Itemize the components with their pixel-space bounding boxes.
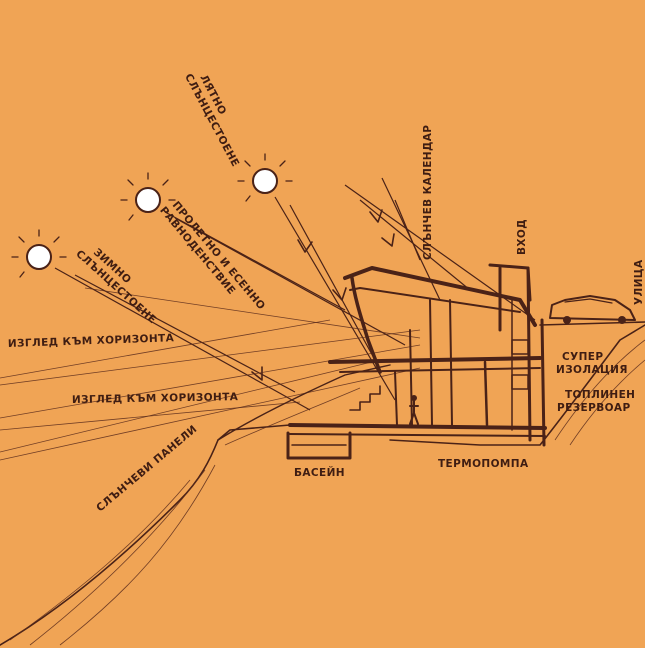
equinox-sun-icon [120, 172, 176, 221]
label-summer-solstice: ЛЯТНО СЛЪНЦЕСТОЕНЕ [182, 66, 253, 169]
label-heat-pump: ТЕРМОПОМПА [438, 458, 529, 470]
label-view-horizon-1: ИЗГЛЕД КЪМ ХОРИЗОНТА [8, 332, 175, 350]
label-solar-panels: СЛЪНЧЕВИ ПАНЕЛИ [94, 423, 199, 514]
horizon-view-lines [0, 287, 421, 461]
house-section [286, 263, 636, 460]
summer-sun-icon [237, 153, 293, 202]
sun-rays [54, 177, 536, 411]
label-street: УЛИЦА [633, 259, 645, 305]
label-sun-calendar: СЛЪНЧЕВ КАЛЕНДАР [422, 125, 434, 260]
terrain [0, 321, 645, 646]
label-entrance: ВХОД [516, 219, 528, 255]
label-pool: БАСЕЙН [294, 466, 345, 479]
label-view-horizon-2: ИЗГЛЕД КЪМ ХОРИЗОНТА [72, 391, 239, 406]
label-heat-reservoir: ТОПЛИНЕН РЕЗЕРВОАР [557, 389, 639, 414]
winter-sun-icon [11, 229, 67, 278]
label-super-insulation: СУПЕР ИЗОЛАЦИЯ [556, 351, 628, 376]
